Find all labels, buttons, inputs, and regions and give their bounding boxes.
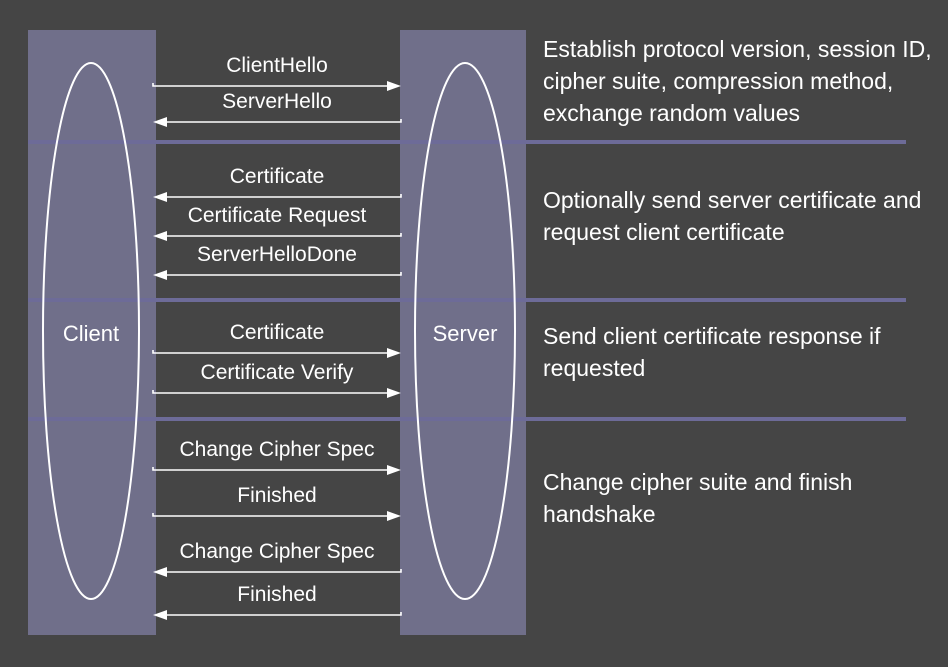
message-label: Finished xyxy=(237,484,316,507)
message-label: Finished xyxy=(237,583,316,606)
arrowhead-icon xyxy=(153,270,167,280)
message-label: Certificate xyxy=(230,321,325,344)
message-label: Change Cipher Spec xyxy=(180,540,375,563)
message-arrow: Certificate xyxy=(152,321,401,358)
client-column xyxy=(28,30,156,635)
arrow-line xyxy=(167,194,402,198)
arrow-line xyxy=(167,119,402,123)
arrowhead-icon xyxy=(153,192,167,202)
message-label: ServerHelloDone xyxy=(197,243,357,266)
arrowhead-icon xyxy=(387,465,401,475)
arrow-line xyxy=(167,569,402,573)
message-label: Certificate Verify xyxy=(201,361,354,384)
phase-description: Send client certificate response if requ… xyxy=(543,323,881,381)
message-arrow: Finished xyxy=(152,484,401,521)
arrow-line xyxy=(152,83,387,87)
arrowhead-icon xyxy=(387,81,401,91)
message-arrow: Certificate Request xyxy=(153,204,402,241)
message-arrow: Change Cipher Spec xyxy=(152,438,401,475)
message-arrow: ServerHello xyxy=(153,90,402,127)
arrowhead-icon xyxy=(153,567,167,577)
message-arrow: ServerHelloDone xyxy=(153,243,402,280)
client-lifeline-ellipse xyxy=(42,62,140,600)
client-label: Client xyxy=(63,321,119,346)
message-arrow: Certificate xyxy=(153,165,402,202)
messages-layer: ClientHelloServerHelloCertificateCertifi… xyxy=(152,54,402,620)
server-lifeline-ellipse xyxy=(414,62,516,600)
phase-description: Change cipher suite and finish handshake xyxy=(543,469,853,527)
message-label: Certificate xyxy=(230,165,325,188)
arrow-line xyxy=(167,233,402,237)
arrow-line xyxy=(152,513,387,517)
arrow-line xyxy=(152,350,387,354)
arrowhead-icon xyxy=(153,117,167,127)
arrow-line xyxy=(152,390,387,394)
arrowhead-icon xyxy=(153,231,167,241)
message-arrow: Certificate Verify xyxy=(152,361,401,398)
message-label: ServerHello xyxy=(222,90,332,113)
phase-description: Optionally send server certificate and r… xyxy=(543,187,922,245)
arrowhead-icon xyxy=(387,348,401,358)
arrowhead-icon xyxy=(153,610,167,620)
server-column xyxy=(400,30,526,635)
phase-description: Establish protocol version, session ID, … xyxy=(543,36,932,126)
arrowhead-icon xyxy=(387,511,401,521)
message-label: Change Cipher Spec xyxy=(180,438,375,461)
message-arrow: ClientHello xyxy=(152,54,401,91)
server-label: Server xyxy=(433,321,498,346)
arrow-line xyxy=(167,272,402,276)
arrow-line xyxy=(167,612,402,616)
message-label: ClientHello xyxy=(226,54,328,77)
message-label: Certificate Request xyxy=(188,204,367,227)
arrow-line xyxy=(152,467,387,471)
message-arrow: Change Cipher Spec xyxy=(153,540,402,577)
arrowhead-icon xyxy=(387,388,401,398)
message-arrow: Finished xyxy=(153,583,402,620)
